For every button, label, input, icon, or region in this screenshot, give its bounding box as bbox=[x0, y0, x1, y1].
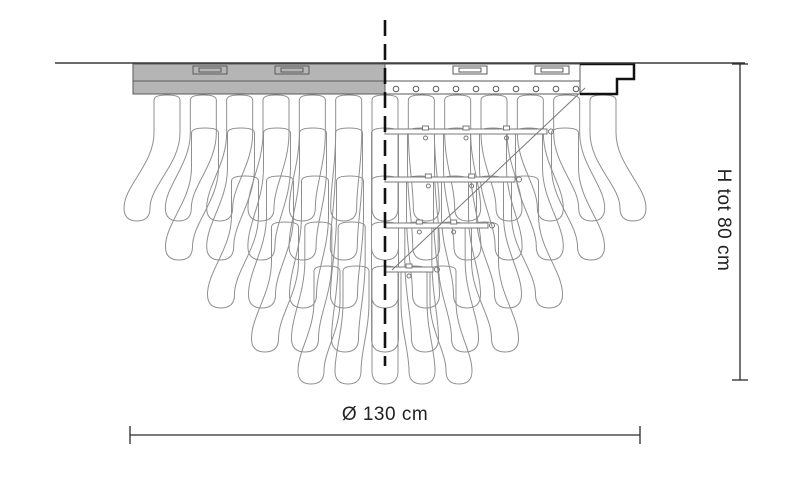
diameter-dimension-label: Ø 130 cm bbox=[341, 404, 429, 425]
glass-petals-group bbox=[123, 94, 647, 385]
height-dimension-label: H tot 80 cm bbox=[713, 168, 734, 272]
support-frame-group bbox=[384, 87, 586, 279]
ceiling-plate-group bbox=[132, 62, 636, 96]
wall-bracket-step bbox=[580, 62, 636, 96]
dimension-lines-group bbox=[129, 63, 748, 444]
